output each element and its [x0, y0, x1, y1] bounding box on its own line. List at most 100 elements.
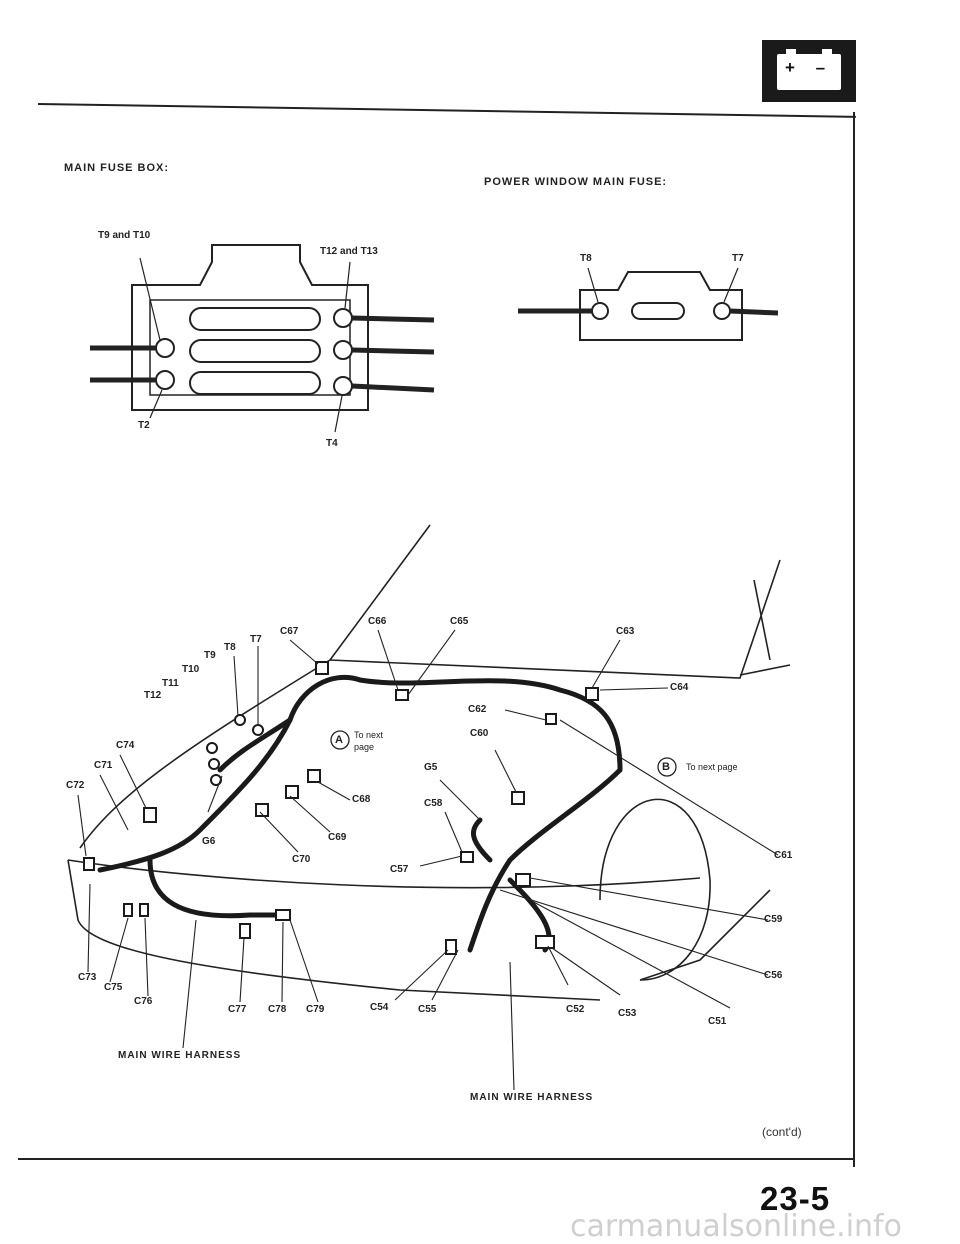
label-c61: C61 [774, 850, 793, 861]
terminal-t12 [333, 308, 353, 328]
label-c78: C78 [268, 1004, 287, 1015]
pw-fuse-link [631, 302, 685, 320]
wire-right-1 [351, 315, 435, 323]
connector-c68 [307, 769, 321, 783]
label-c56: C56 [764, 970, 783, 981]
label-c53: C53 [618, 1008, 637, 1019]
label-c58: C58 [424, 798, 443, 809]
battery-symbol: + – [784, 58, 834, 77]
label-c57: C57 [390, 864, 409, 875]
label-c77: C77 [228, 1004, 247, 1015]
harness-right-down [467, 767, 623, 953]
label-c74: C74 [116, 740, 135, 751]
label-c70: C70 [292, 854, 311, 865]
main-fuse-box-drawing [90, 244, 435, 433]
label-c51: C51 [708, 1016, 727, 1027]
label-c79: C79 [306, 1004, 325, 1015]
leader-t8 [587, 267, 599, 303]
label-t9-harness: T9 [204, 650, 216, 661]
connector-c74 [143, 807, 157, 823]
label-c60: C60 [470, 728, 489, 739]
callout-b-circle [657, 757, 677, 777]
leader-t12 [344, 261, 351, 309]
a-pillar [329, 524, 431, 661]
connector-c69 [285, 785, 299, 799]
label-c62: C62 [468, 704, 487, 715]
fuse-box-inner [149, 299, 351, 396]
connector-c59 [515, 873, 531, 887]
connector-c63 [585, 687, 599, 701]
connectors [83, 661, 599, 955]
callout-a-text-1: To next [354, 730, 384, 740]
label-c59: C59 [764, 914, 783, 925]
label-t12-t13: T12 and T13 [320, 246, 378, 257]
main-fuse-box-title: MAIN FUSE BOX: [64, 162, 170, 174]
door-edge [753, 579, 771, 661]
callout-b-letter: B [662, 761, 670, 773]
harness-main-run [97, 674, 623, 873]
connector-c77 [239, 923, 251, 939]
pw-fuse-outline [579, 271, 743, 341]
hood-front-edge [67, 859, 701, 889]
label-c72: C72 [66, 780, 85, 791]
connector-t10 [206, 742, 218, 754]
callout-a-letter: A [335, 734, 343, 746]
callout-a-circle [330, 730, 350, 750]
connector-c75 [123, 903, 133, 917]
connector-c62 [545, 713, 557, 725]
leader-t2 [149, 389, 163, 419]
label-c68: C68 [352, 794, 371, 805]
fuse-link-3 [189, 371, 321, 395]
label-c65: C65 [450, 616, 469, 627]
label-t12-harness: T12 [144, 690, 162, 701]
main-wire-harness-drawing [97, 674, 623, 953]
label-t11-harness: T11 [162, 678, 179, 689]
label-c69: C69 [328, 832, 347, 843]
label-c66: C66 [368, 616, 387, 627]
harness-name-left: MAIN WIRE HARNESS [118, 1050, 242, 1061]
callout-a-text-2: page [354, 742, 375, 752]
harness-t-branch [217, 717, 293, 773]
label-c54: C54 [370, 1002, 389, 1013]
harness-c58-branch [471, 817, 493, 863]
connector-c52 [535, 935, 555, 949]
terminal-t13 [333, 340, 353, 360]
power-window-fuse-title: POWER WINDOW MAIN FUSE: [484, 176, 668, 188]
fuse-box-outline [131, 244, 369, 411]
callout-b-text: To next page [686, 762, 738, 772]
connector-c70 [255, 803, 269, 817]
terminal-t8 [591, 302, 609, 320]
leader-lines [77, 629, 779, 1091]
terminal-t9 [155, 338, 175, 358]
connector-c76 [139, 903, 149, 917]
label-c67: C67 [280, 626, 299, 637]
label-t4: T4 [326, 438, 338, 449]
label-c76: C76 [134, 996, 153, 1007]
frame-right-rule [853, 112, 855, 1167]
connector-c66 [395, 689, 409, 701]
label-c64: C64 [670, 682, 689, 693]
label-g6: G6 [202, 836, 216, 847]
frame-bottom-rule [18, 1158, 854, 1160]
label-c63: C63 [616, 626, 635, 637]
connector-c57 [460, 851, 474, 863]
fuse-link-1 [189, 307, 321, 331]
label-c52: C52 [566, 1004, 585, 1015]
label-c75: C75 [104, 982, 123, 993]
continued-note: (cont'd) [762, 1125, 802, 1139]
label-c71: C71 [94, 760, 113, 771]
connector-t11 [208, 758, 220, 770]
label-t8-harness: T8 [224, 642, 236, 653]
label-c73: C73 [78, 972, 97, 983]
fuse-link-2 [189, 339, 321, 363]
terminal-t2 [155, 370, 175, 390]
label-g5: G5 [424, 762, 438, 773]
label-t10-harness: T10 [182, 664, 200, 675]
connector-c54 [445, 939, 457, 955]
label-c55: C55 [418, 1004, 437, 1015]
page-number: 23-5 [760, 1180, 831, 1217]
label-t2: T2 [138, 420, 150, 431]
wheel-arch [599, 798, 711, 981]
wire-right-3 [351, 383, 435, 393]
windshield-edge [739, 664, 791, 676]
